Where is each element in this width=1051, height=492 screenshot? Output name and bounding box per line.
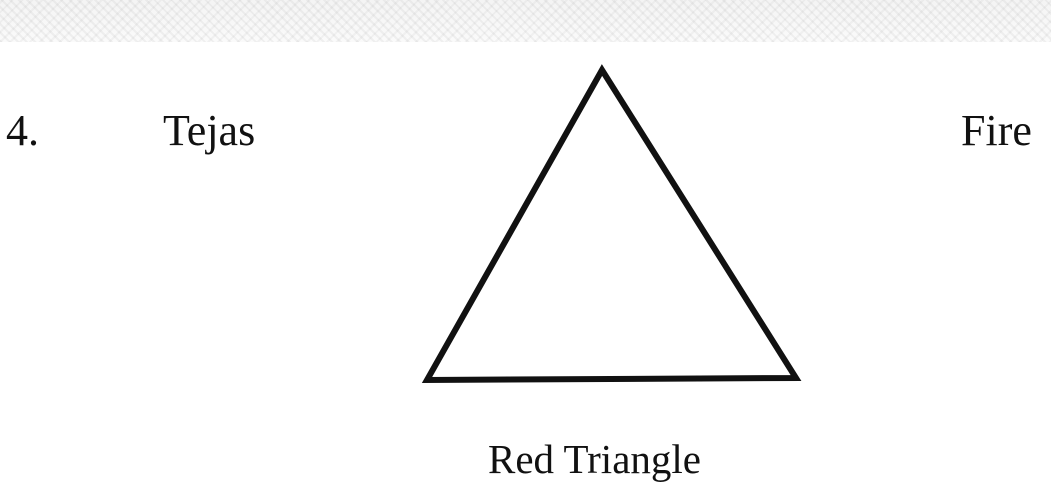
figure-caption: Red Triangle [488, 436, 701, 482]
triangle-shape [421, 64, 802, 384]
scanned-page-texture [0, 0, 1051, 42]
item-number: 4. [6, 106, 39, 155]
item-element: Fire [961, 106, 1032, 155]
item-name: Tejas [163, 106, 256, 155]
